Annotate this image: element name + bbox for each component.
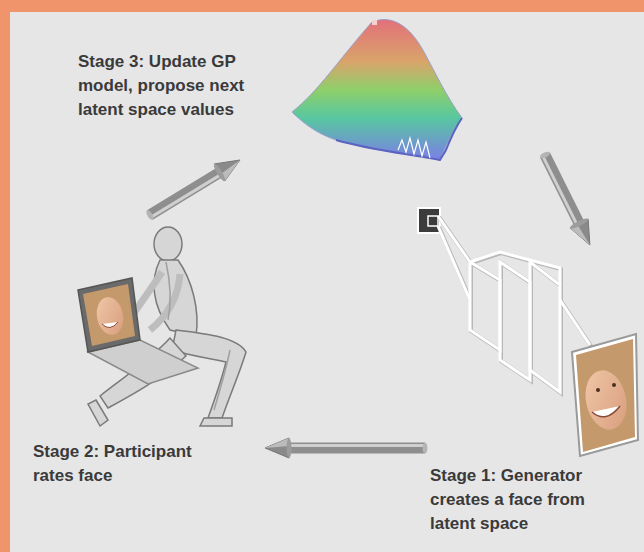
arrow-shaft bbox=[287, 442, 425, 453]
arrow-head-base bbox=[212, 163, 227, 183]
cycle-arrow bbox=[145, 160, 240, 221]
arrow-shaft-highlight bbox=[151, 174, 222, 218]
stage-node: Stage 2: Participant rates face bbox=[30, 215, 265, 495]
stage-label: Stage 2: Participant rates face bbox=[33, 440, 233, 488]
arrow-head-base bbox=[569, 217, 589, 230]
arrow-shaft bbox=[150, 171, 221, 215]
generator-network bbox=[418, 208, 591, 393]
participant-figure bbox=[88, 227, 246, 426]
arrow-head-base bbox=[286, 438, 291, 458]
gp-surface bbox=[292, 20, 462, 160]
arrow-head-highlight bbox=[265, 438, 289, 448]
laptop bbox=[78, 278, 198, 384]
stage-node: Stage 1: Generator creates a face from l… bbox=[425, 245, 640, 545]
generated-face bbox=[572, 334, 638, 456]
arrow-shaft bbox=[545, 155, 580, 225]
cycle-arrow bbox=[539, 150, 590, 245]
arrow-tail-cap bbox=[422, 443, 427, 454]
arrow-head bbox=[265, 438, 289, 458]
arrow-tail-cap bbox=[145, 209, 155, 221]
stage-node: Stage 3: Update GP model, propose next l… bbox=[75, 20, 545, 160]
arrow-tail-cap bbox=[539, 150, 551, 159]
arrow-shaft-highlight bbox=[543, 156, 578, 226]
stage-label: Stage 3: Update GP model, propose next l… bbox=[78, 50, 283, 122]
stage-label: Stage 1: Generator creates a face from l… bbox=[430, 464, 635, 536]
cycle-arrow bbox=[265, 438, 428, 458]
arrow-shaft-highlight bbox=[287, 444, 425, 447]
